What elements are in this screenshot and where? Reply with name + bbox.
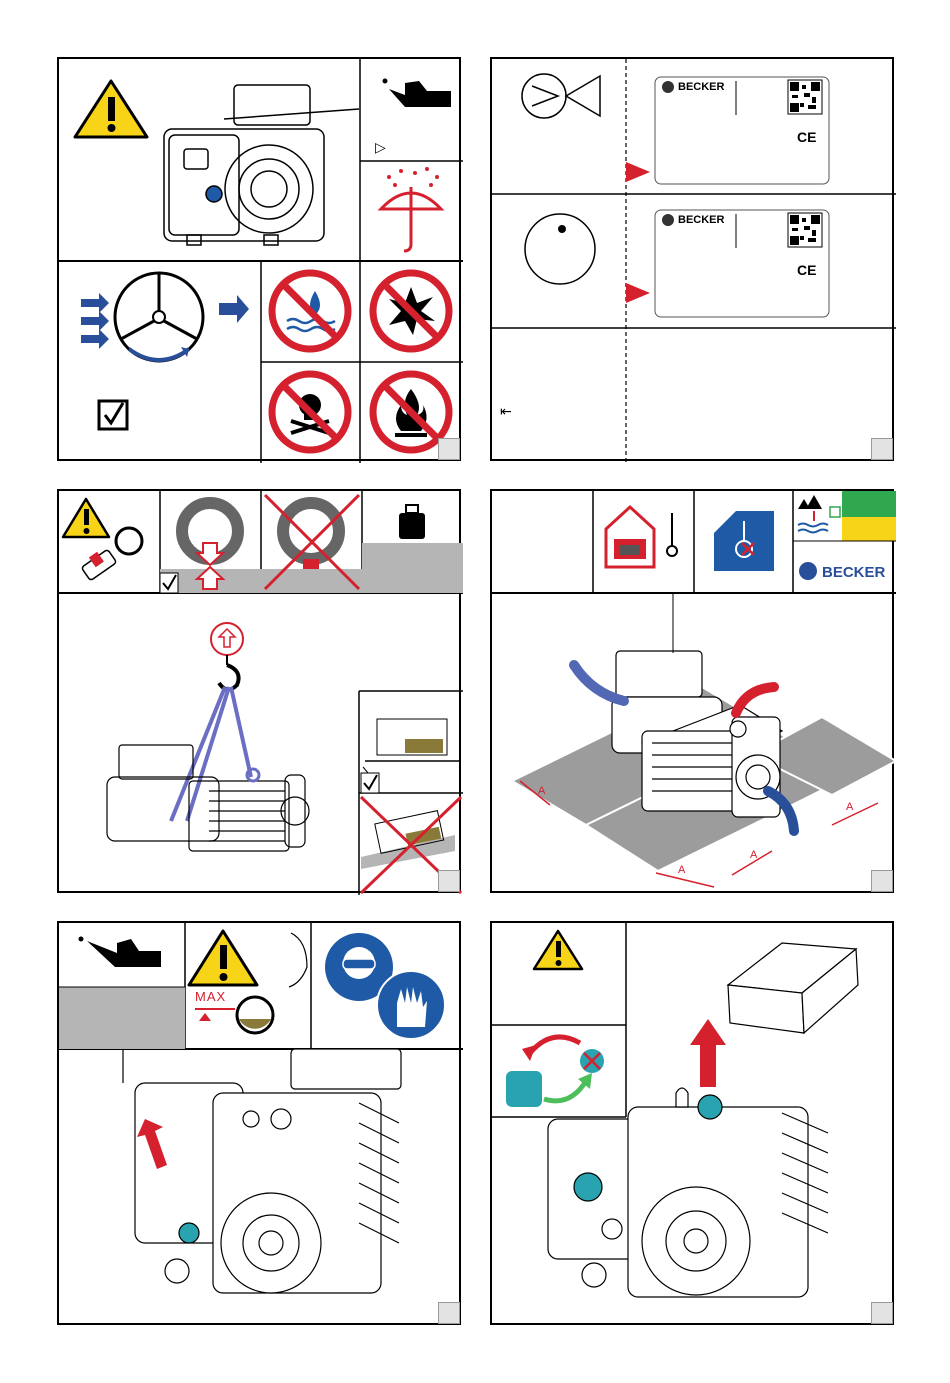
nameplate-2-ce-mark: CE bbox=[797, 262, 816, 278]
hook-icon bbox=[211, 623, 243, 690]
warning-icon bbox=[534, 931, 582, 969]
nameplate-1-brand: BECKER bbox=[678, 81, 724, 93]
plug-rotation-icon bbox=[506, 1037, 604, 1107]
page-number-box bbox=[438, 438, 460, 460]
no-explosive-icon bbox=[373, 273, 449, 349]
panel-oil-fill-plug bbox=[490, 921, 894, 1325]
warning-icon bbox=[189, 931, 257, 985]
altitude-limit-icon bbox=[793, 491, 896, 541]
return-glyph: ⇤ bbox=[500, 404, 512, 420]
panel-5-drawing bbox=[59, 923, 463, 1327]
no-toxic-icon bbox=[272, 374, 348, 450]
clearance-label-1: A bbox=[538, 785, 545, 797]
checkbox-icon bbox=[99, 401, 127, 429]
panel-oil-filling: MAX bbox=[57, 921, 461, 1325]
correct-placement-icon bbox=[361, 719, 459, 793]
inlet-arrows-icon bbox=[81, 293, 109, 349]
panel-lifting-transport bbox=[57, 489, 461, 893]
eyebolt-correct-icon bbox=[160, 503, 261, 593]
arrow-glyph: ▷ bbox=[375, 140, 386, 156]
eyebolt-incorrect-icon bbox=[261, 495, 362, 593]
panel-2-drawing bbox=[492, 59, 896, 463]
warning-icon bbox=[63, 499, 109, 537]
nameplate-1-ce-mark: CE bbox=[797, 129, 816, 145]
rotation-direction-icon bbox=[525, 214, 595, 284]
panel-4-drawing bbox=[492, 491, 896, 895]
panel-1-drawing: ▷ bbox=[59, 59, 463, 463]
clearance-label-4: A bbox=[846, 801, 853, 813]
page-number-box bbox=[438, 1302, 460, 1324]
vacuum-pump-symbol-icon bbox=[522, 74, 600, 118]
umbrella-icon bbox=[381, 167, 441, 251]
panel-installation-clearance: BECKER A A A A bbox=[490, 489, 894, 893]
warning-icon bbox=[75, 81, 147, 137]
pump-drawing bbox=[164, 85, 359, 245]
becker-logo-icon bbox=[799, 562, 817, 580]
panel-3-drawing bbox=[59, 491, 463, 895]
no-ambient-heat-icon bbox=[714, 511, 774, 571]
page-number-box bbox=[871, 870, 893, 892]
becker-logo-text: BECKER bbox=[822, 564, 885, 581]
qr-code-1 bbox=[788, 80, 822, 114]
outlet-arrow-icon bbox=[219, 295, 249, 323]
clearance-label-2: A bbox=[678, 864, 685, 876]
panel-nameplate: BECKER CE BECKER CE ⇤ bbox=[490, 57, 894, 461]
qr-code-2 bbox=[788, 213, 822, 247]
rotary-vane-diagram bbox=[115, 273, 203, 361]
oil-can-icon bbox=[79, 937, 162, 968]
remove-plug-arrow-icon bbox=[690, 1019, 726, 1087]
page-number-box bbox=[871, 438, 893, 460]
pump-drawing bbox=[123, 1049, 401, 1293]
no-liquids-icon bbox=[272, 273, 348, 349]
panel-delivery-storage: ▷ bbox=[57, 57, 461, 461]
hand-protection-icon bbox=[377, 971, 445, 1039]
weight-icon bbox=[399, 505, 425, 539]
oil-max-label: MAX bbox=[195, 989, 226, 1004]
oil-can-icon bbox=[383, 79, 452, 108]
air-outlet-arrow-icon bbox=[736, 687, 774, 713]
nameplate-2-brand: BECKER bbox=[678, 214, 724, 226]
clearance-label-3: A bbox=[750, 849, 757, 861]
pump-drawing bbox=[107, 745, 309, 851]
indoor-installation-icon bbox=[606, 507, 677, 567]
page-number-box bbox=[438, 870, 460, 892]
page-number-box bbox=[871, 1302, 893, 1324]
panel-6-drawing bbox=[492, 923, 896, 1327]
pump-drawing bbox=[548, 943, 858, 1297]
